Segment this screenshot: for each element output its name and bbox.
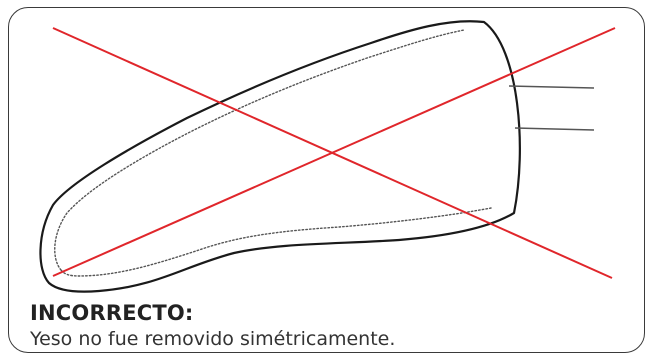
pointer-line-top bbox=[508, 85, 595, 89]
cast-lining-dotted bbox=[54, 29, 492, 277]
pointer-line-bottom bbox=[514, 127, 595, 131]
diagram-card: INCORRECTO: Yeso no fue removido simétri… bbox=[8, 7, 645, 353]
caption-text: Yeso no fue removido simétricamente. bbox=[30, 328, 396, 350]
caption-title: INCORRECTO: bbox=[30, 301, 194, 325]
cross-line-2 bbox=[52, 27, 616, 277]
cast-outline bbox=[39, 20, 521, 293]
cast-illustration bbox=[39, 20, 616, 293]
